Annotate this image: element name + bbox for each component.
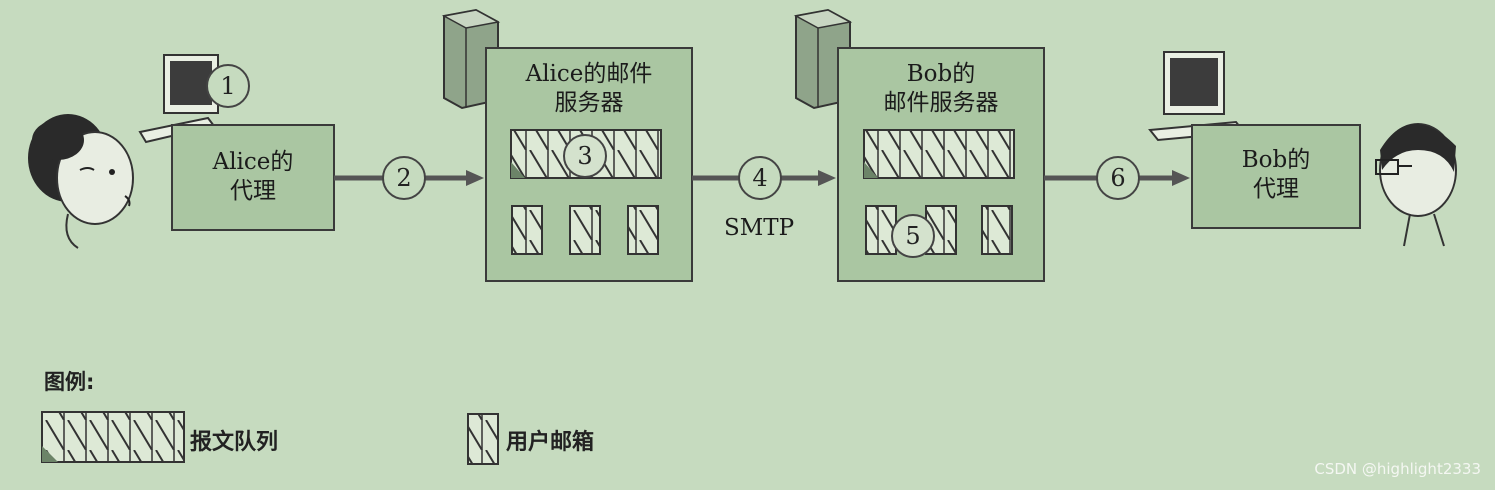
bob-server-label-line1: Bob的 <box>838 60 1044 89</box>
alice-person-icon <box>28 114 133 248</box>
legend-queue-label: 报文队列 <box>190 424 278 456</box>
step-4: 4 <box>738 156 782 200</box>
legend-mailbox-swatch <box>468 414 498 464</box>
step-6: 6 <box>1096 156 1140 200</box>
bob-server-label-line2: 邮件服务器 <box>838 89 1044 118</box>
alice-mailboxes <box>512 206 658 254</box>
bob-mailboxes <box>866 206 1012 254</box>
step-5: 5 <box>891 214 935 258</box>
legend-title: 图例: <box>44 366 94 396</box>
bob-person-icon <box>1376 124 1456 246</box>
step-1: 1 <box>206 64 250 108</box>
alice-agent-label-line1: Alice的 <box>172 148 334 177</box>
alice-server-label: Alice的邮件 服务器 <box>486 60 692 118</box>
bob-agent-label-line1: Bob的 <box>1192 146 1360 175</box>
step-3: 3 <box>563 134 607 178</box>
bob-message-queue <box>864 130 1014 178</box>
bob-agent-label: Bob的 代理 <box>1192 146 1360 204</box>
watermark: CSDN @highlight2333 <box>1314 460 1481 478</box>
step-2: 2 <box>382 156 426 200</box>
legend-mailbox-label: 用户邮箱 <box>506 424 594 456</box>
smtp-label: SMTP <box>704 214 814 243</box>
alice-server-label-line2: 服务器 <box>486 89 692 118</box>
bob-agent-label-line2: 代理 <box>1192 175 1360 204</box>
alice-server-label-line1: Alice的邮件 <box>486 60 692 89</box>
alice-agent-label-line2: 代理 <box>172 177 334 206</box>
legend-queue-swatch <box>42 412 184 462</box>
alice-agent-label: Alice的 代理 <box>172 148 334 206</box>
bob-server-label: Bob的 邮件服务器 <box>838 60 1044 118</box>
